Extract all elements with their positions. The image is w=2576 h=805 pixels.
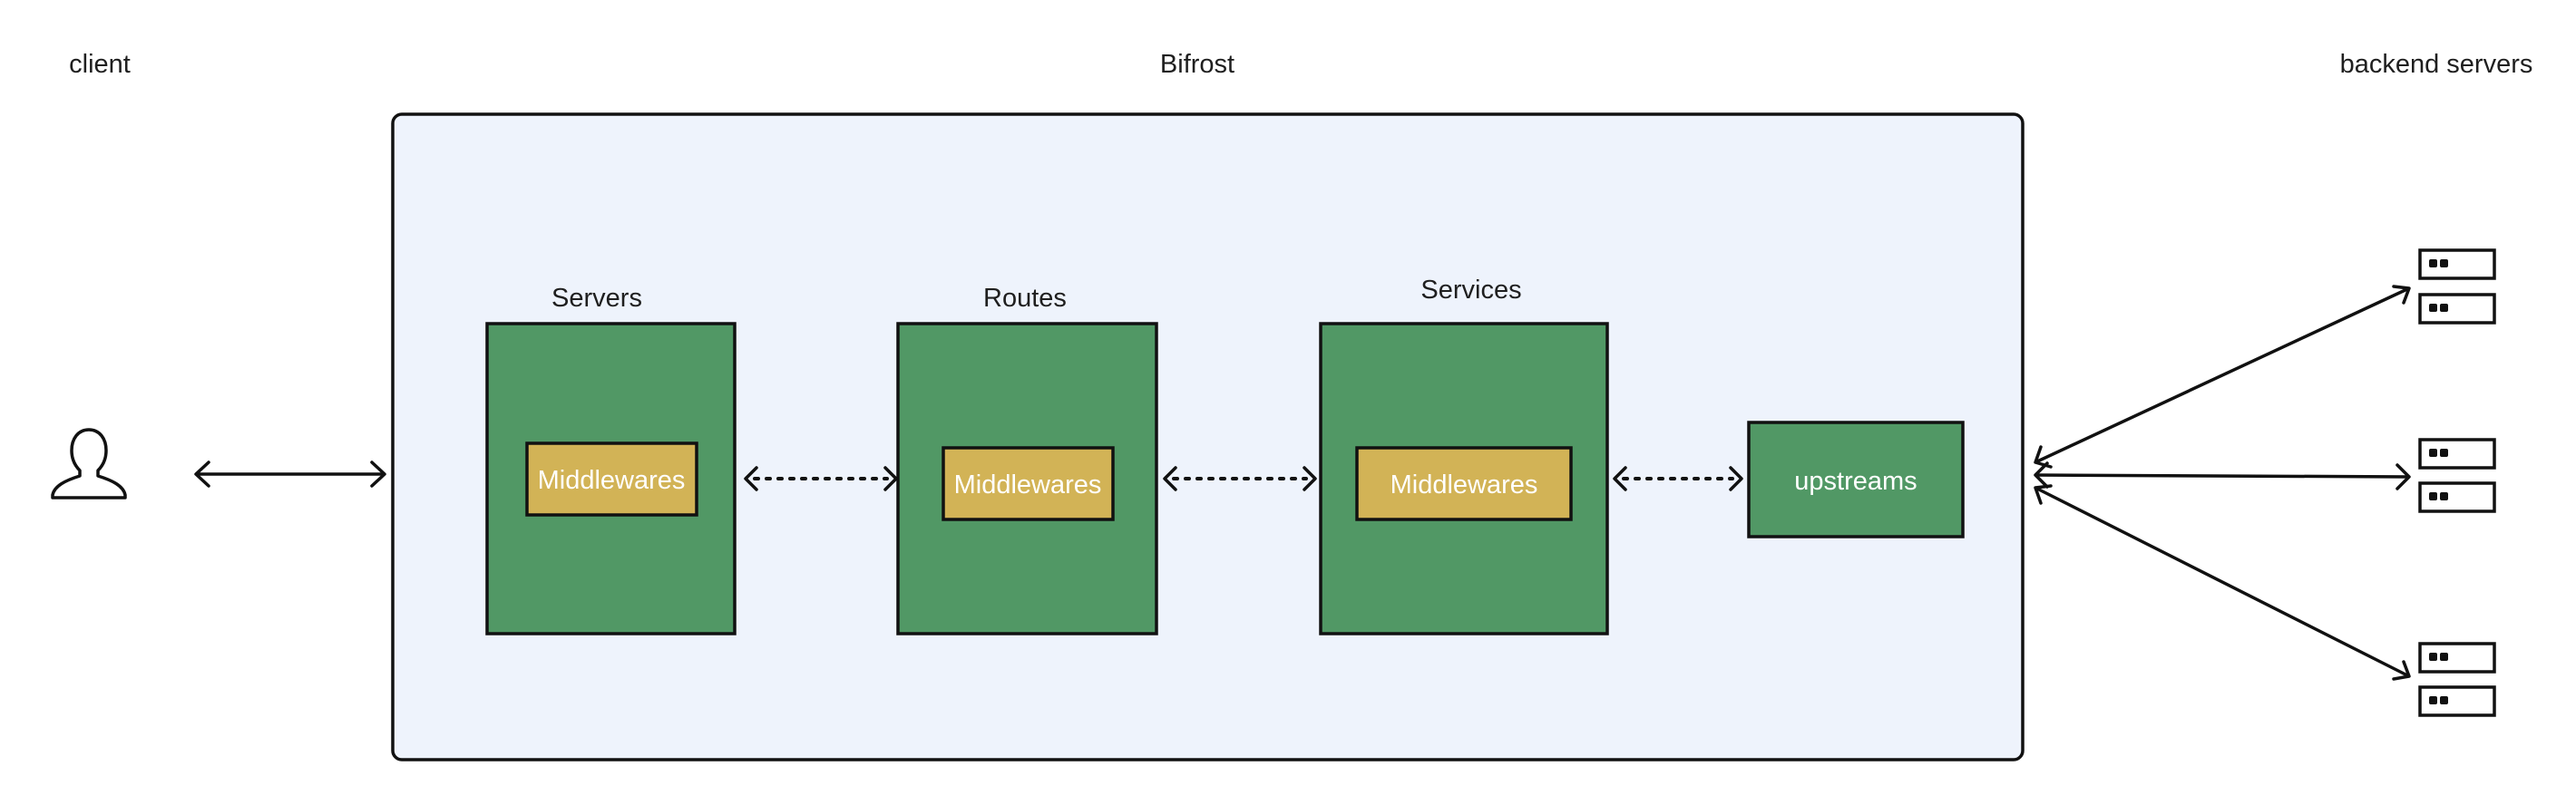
services-upstreams-connector: [1613, 466, 1743, 491]
server-icon: [2418, 438, 2496, 513]
routes-services-connector: [1163, 466, 1317, 491]
client-bifrost-connector: [194, 461, 386, 488]
backend-servers-label: backend servers: [2340, 50, 2533, 79]
routes-label: Routes: [983, 284, 1067, 313]
services-middlewares-box: [1355, 446, 1573, 521]
server-icon: [2418, 642, 2496, 717]
servers-label: Servers: [551, 284, 642, 313]
upstreams-backend-connectors: [2034, 285, 2411, 681]
services-middlewares-label: Middlewares: [1390, 470, 1538, 499]
servers-middlewares-box: [525, 441, 698, 517]
user-icon: [51, 428, 127, 499]
services-label: Services: [1420, 276, 1521, 305]
upstreams-label: upstreams: [1794, 467, 1917, 496]
server-icon: [2418, 248, 2496, 325]
routes-middlewares-box: [942, 446, 1115, 521]
servers-middlewares-label: Middlewares: [538, 466, 686, 495]
routes-middlewares-label: Middlewares: [954, 470, 1102, 499]
upstreams-box: [1747, 421, 1965, 538]
bifrost-container: [391, 112, 2025, 761]
bifrost-label: Bifrost: [1160, 50, 1234, 79]
servers-routes-connector: [744, 466, 898, 491]
client-label: client: [69, 50, 131, 79]
